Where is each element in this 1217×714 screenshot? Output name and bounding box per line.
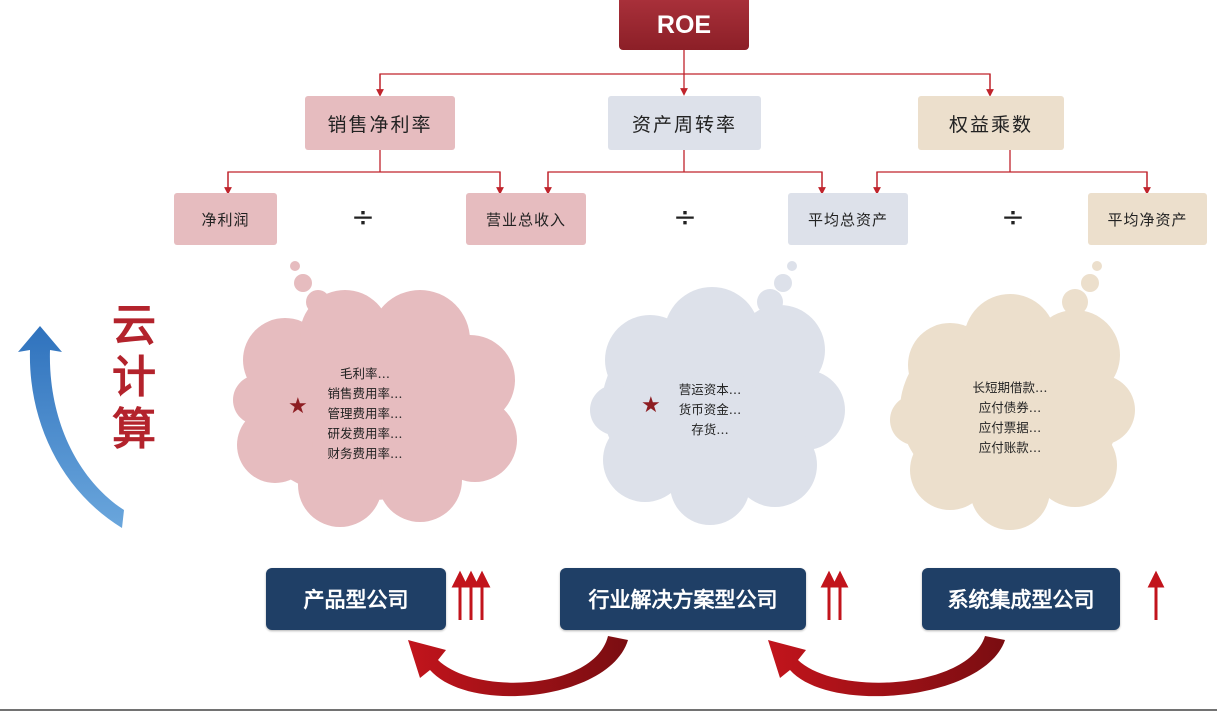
net-margin-box: 销售净利率 (305, 96, 455, 150)
net-margin-label: 销售净利率 (327, 113, 433, 136)
cloud-right (890, 261, 1135, 530)
equity-multiplier-box: 权益乘数 (918, 96, 1064, 150)
list-item: 存货… (691, 422, 729, 437)
net-profit-label: 净利润 (201, 210, 250, 229)
asset-turnover-label: 资产周转率 (631, 113, 737, 136)
product-company-label: 产品型公司 (303, 588, 409, 612)
avg-net-assets-box: 平均净资产 (1088, 193, 1207, 245)
avg-net-assets-label: 平均净资产 (1107, 210, 1188, 229)
product-company-box: 产品型公司 (266, 568, 446, 630)
list-item: 应付账款… (978, 440, 1042, 455)
divide-sign-1: ÷ (351, 200, 375, 233)
list-item: 毛利率… (339, 366, 390, 381)
integration-company-label: 系统集成型公司 (947, 588, 1095, 612)
roe-box: ROE (619, 0, 749, 50)
label-char-3: 算 (112, 404, 156, 455)
label-char-1: 云 (112, 300, 156, 351)
revenue-box: 营业总收入 (466, 193, 586, 245)
list-item: 长短期借款… (972, 380, 1048, 395)
revenue-label: 营业总收入 (485, 210, 566, 229)
roe-connector (376, 50, 994, 97)
list-item: 营运资本… (678, 382, 742, 397)
integration-company-box: 系统集成型公司 (922, 568, 1120, 630)
level2-connectors (224, 150, 1151, 195)
red-curved-arrow-left (408, 636, 628, 697)
solution-company-label: 行业解决方案型公司 (588, 588, 778, 612)
cloud-right-text: 长短期借款… 应付债券… 应付票据… 应付账款… (950, 378, 1070, 458)
label-char-2: 计 (112, 352, 156, 403)
asset-turnover-box: 资产周转率 (608, 96, 761, 150)
roe-label: ROE (656, 10, 712, 39)
blue-curved-arrow (18, 326, 124, 528)
avg-total-assets-label: 平均总资产 (807, 210, 888, 229)
single-up-arrow (1147, 570, 1165, 620)
equity-multiplier-label: 权益乘数 (948, 113, 1033, 136)
list-item: 销售费用率… (327, 386, 403, 401)
solution-company-box: 行业解决方案型公司 (560, 568, 806, 630)
list-item: 货币资金… (678, 402, 742, 417)
double-up-arrow (820, 570, 849, 620)
cloud-middle-text: 营运资本… 货币资金… 存货… (660, 380, 760, 440)
list-item: 研发费用率… (327, 426, 403, 441)
red-curved-arrow-right (768, 636, 1005, 697)
avg-total-assets-box: 平均总资产 (788, 193, 908, 245)
list-item: 应付债券… (978, 400, 1042, 415)
divide-sign-3: ÷ (1001, 200, 1025, 233)
list-item: 管理费用率… (327, 406, 403, 421)
list-item: 财务费用率… (327, 446, 403, 461)
cloud-left-text: 毛利率… 销售费用率… 管理费用率… 研发费用率… 财务费用率… (300, 364, 430, 464)
list-item: 应付票据… (978, 420, 1042, 435)
cloud-computing-label: 云 计 算 (104, 300, 164, 456)
triple-up-arrow (451, 570, 491, 620)
star-icon-middle: ★ (641, 393, 661, 418)
star-icon-left: ★ (288, 394, 308, 419)
cloud-middle (590, 261, 845, 525)
divide-sign-2: ÷ (673, 200, 697, 233)
cloud-left (233, 261, 517, 527)
net-profit-box: 净利润 (174, 193, 277, 245)
